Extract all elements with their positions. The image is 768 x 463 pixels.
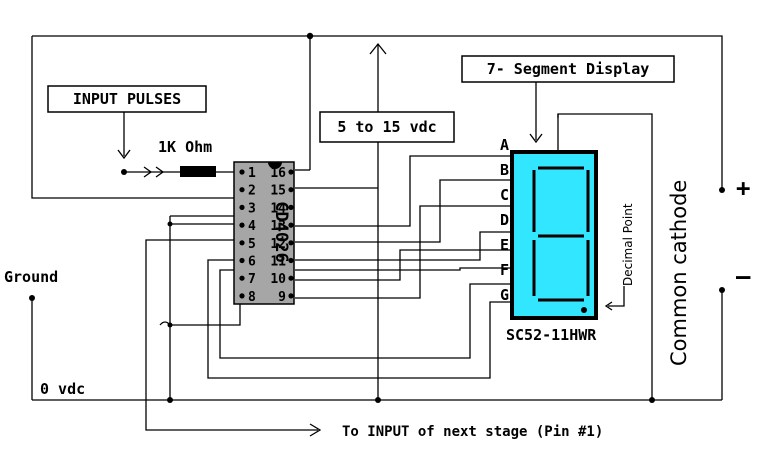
pin-number: 14 [270, 201, 286, 216]
ic-right-wiring [295, 100, 510, 400]
ground-label: Ground [4, 268, 58, 286]
pin-number: 9 [278, 290, 286, 305]
pin-dot [239, 187, 245, 193]
pin-dot [288, 204, 294, 210]
pin-dot [239, 293, 245, 299]
resistor [180, 166, 216, 177]
ic-pin-left: 8 [239, 290, 256, 305]
resistor-label: 1K Ohm [158, 138, 212, 156]
ic-pin-right: 10 [270, 272, 294, 287]
pin-number: 4 [248, 219, 256, 234]
pin-number: 1 [248, 166, 256, 181]
pin-dot [239, 240, 245, 246]
display-title: 7- Segment Display [487, 60, 650, 78]
supply-arrow [369, 42, 387, 100]
ic-pin-right: 13 [270, 219, 294, 234]
decimal-point-dot [581, 307, 587, 313]
segment-label: F [500, 261, 509, 279]
decimal-point-callout [604, 286, 625, 311]
cathode-wiring [557, 113, 653, 400]
ic-pin-right: 12 [270, 237, 294, 252]
zero-vdc-label: 0 vdc [40, 380, 85, 398]
segment-label: C [500, 186, 509, 204]
ic-body [233, 161, 295, 305]
pin-number: 2 [248, 184, 256, 199]
input-wiring [117, 106, 240, 178]
pin-number: 13 [270, 219, 286, 234]
pin-number: 12 [270, 237, 286, 252]
input-pulses-box [47, 85, 207, 113]
pin-dot [288, 240, 294, 246]
ic-left-pins: 1 2 3 4 5 6 7 8 [239, 166, 256, 305]
ic-pin-right: 14 [270, 201, 294, 216]
display-part-label: SC52-11HWR [506, 326, 597, 344]
ic-pin-left: 4 [239, 219, 256, 234]
pin-number: 10 [270, 272, 286, 287]
display-title-arrow [529, 82, 543, 144]
segment-label: A [500, 136, 509, 154]
decimal-point-label: Decimal Point [621, 203, 635, 286]
ic-pin-left: 2 [239, 184, 256, 199]
pin-dot [239, 257, 245, 264]
pin-number: 8 [248, 290, 256, 305]
pin-dot [288, 293, 294, 299]
pin-dot [239, 204, 245, 210]
display-title-box [461, 55, 675, 83]
segment-label: E [500, 236, 509, 254]
pin-dot [288, 275, 294, 281]
input-pulses-label: INPUT PULSES [73, 90, 181, 108]
next-stage-label: To INPUT of next stage (Pin #1) [342, 424, 603, 440]
supply-label: 5 to 15 vdc [337, 118, 436, 136]
pin-number: 11 [270, 255, 286, 270]
pin-number: 16 [270, 166, 286, 181]
ic-right-pins: 16 15 14 13 12 11 10 9 [270, 166, 294, 305]
pin-number: 6 [248, 255, 256, 270]
minus-terminal [719, 287, 725, 293]
ic-pin-left: 7 [239, 272, 256, 287]
ic-pin-left: 3 [239, 201, 256, 216]
minus-label: – [736, 262, 751, 290]
pin-dot [288, 187, 294, 193]
pin-number: 5 [248, 237, 256, 252]
ic-pin-right: 9 [278, 290, 294, 305]
supply-box [319, 111, 455, 143]
ic-pin-right: 15 [270, 184, 294, 199]
pin-dot [239, 222, 245, 228]
ic-pin-right: 16 [270, 166, 294, 181]
ic-pin-left: 1 [239, 166, 256, 181]
ic-notch [268, 162, 282, 169]
segment-label: B [500, 161, 509, 179]
pin-number: 3 [248, 201, 256, 216]
segment-outline [532, 166, 590, 302]
pin-number: 15 [270, 184, 286, 199]
ic-pin-left: 5 [239, 237, 256, 252]
pin-number: 7 [248, 272, 256, 287]
pin-dot [239, 275, 245, 281]
pin-dot [239, 169, 245, 175]
ground-rail [29, 295, 722, 403]
plus-label: + [736, 174, 750, 202]
ic-name: CD4026 [271, 201, 291, 262]
segment-label: D [500, 211, 509, 229]
pin-dot [288, 222, 294, 228]
pin-dot [288, 169, 294, 175]
common-cathode-label: Common cathode [667, 180, 691, 366]
ic-pin-right: 11 [270, 255, 294, 270]
ic-pin-left: 6 [239, 255, 256, 270]
segment-label: G [500, 286, 509, 304]
pin-dot [288, 257, 294, 264]
ic-left-wiring [145, 215, 510, 437]
plus-terminal [719, 187, 725, 193]
